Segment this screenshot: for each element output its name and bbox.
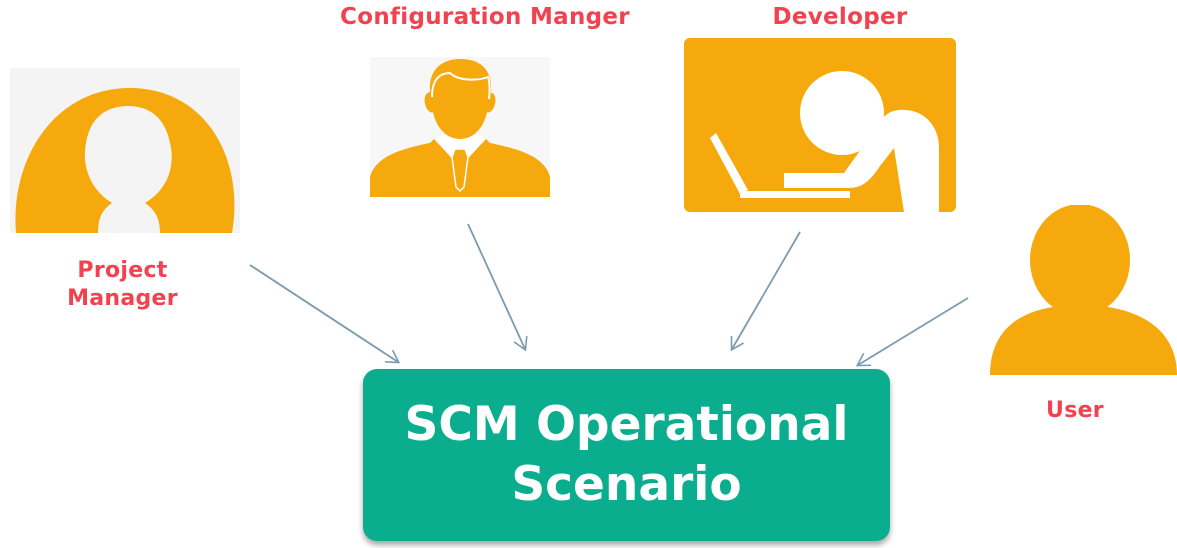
scm-title-line1: SCM Operational xyxy=(404,397,849,452)
scm-title-line2: Scenario xyxy=(511,457,742,512)
developer-laptop-icon xyxy=(684,38,956,212)
project-manager-label-line1: Project xyxy=(77,258,168,283)
arrow-user xyxy=(855,297,969,367)
developer-label: Developer xyxy=(772,4,908,30)
arrow-project-manager xyxy=(249,264,401,364)
project-manager-label-line2: Manager xyxy=(67,286,178,311)
user-icon xyxy=(990,204,1177,375)
project-manager-label: Project Manager xyxy=(35,257,210,313)
user-label: User xyxy=(1046,398,1104,423)
businessman-tie-icon xyxy=(370,57,550,197)
scm-operational-scenario-box: SCM Operational Scenario xyxy=(363,369,890,541)
person-silhouette-icon xyxy=(10,68,240,233)
arrow-configuration-manager xyxy=(467,223,528,352)
arrow-developer xyxy=(730,231,801,352)
configuration-manager-label: Configuration Manger xyxy=(340,4,630,30)
